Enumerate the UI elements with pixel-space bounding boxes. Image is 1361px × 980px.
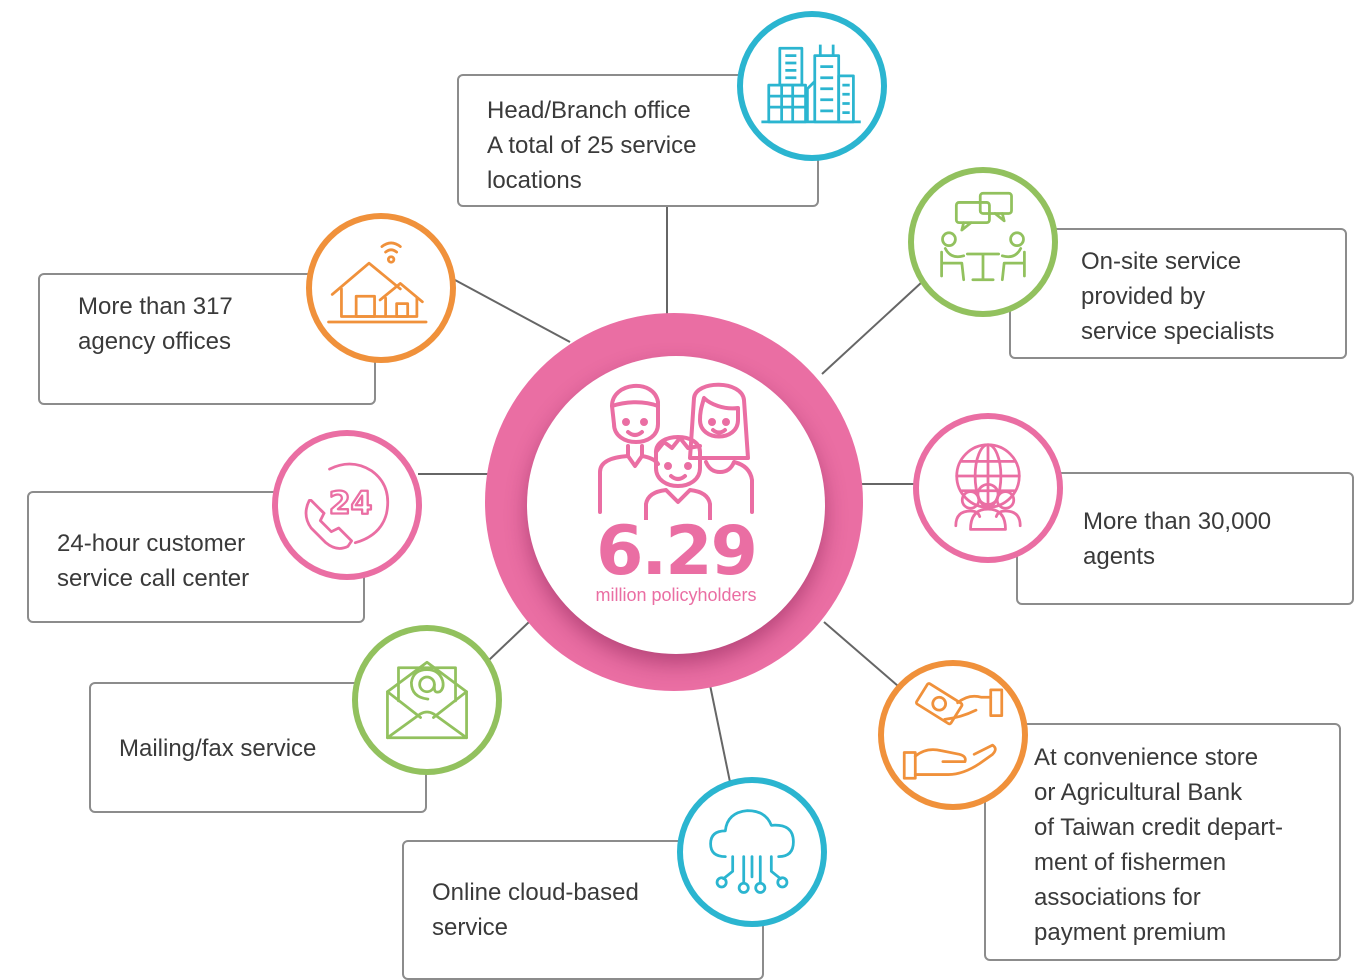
connector-mailing xyxy=(488,621,530,661)
node-box-convenience-store: At convenience store or Agricultural Ban… xyxy=(984,723,1341,961)
house-wifi-icon xyxy=(327,241,428,324)
connector-online xyxy=(709,684,731,783)
node-text-line: or Agricultural Bank xyxy=(1034,779,1243,806)
family-icon xyxy=(598,382,754,520)
money-hand-icon xyxy=(902,682,1004,780)
connector-convenience xyxy=(823,621,899,687)
meeting-table-icon xyxy=(940,191,1026,282)
globe-people-icon xyxy=(954,443,1022,531)
connector-on-site xyxy=(821,281,923,375)
badge-mailing xyxy=(352,625,502,775)
badge-agents xyxy=(913,413,1063,563)
node-text-line: At convenience store xyxy=(1034,744,1259,771)
svg-text:24: 24 xyxy=(329,485,373,521)
phone-24-icon: 24 xyxy=(304,462,390,550)
badge-convenience-store xyxy=(878,660,1028,810)
node-text-line: agency offices xyxy=(78,328,231,355)
node-text-line: locations xyxy=(487,167,582,194)
node-text-line: service call center xyxy=(57,565,250,592)
node-text-line: Head/Branch office xyxy=(487,97,691,124)
policyholder-count: 6.29 xyxy=(596,512,758,591)
city-buildings-icon xyxy=(761,44,861,124)
badge-agency xyxy=(306,213,456,363)
center-disc xyxy=(527,356,825,654)
node-text-line: agents xyxy=(1083,543,1156,570)
node-text-line: On-site service xyxy=(1081,248,1242,275)
node-text-line: payment premium xyxy=(1034,919,1227,946)
node-text-line: of Taiwan credit depart- xyxy=(1034,814,1284,841)
node-text-line: service specialists xyxy=(1081,318,1275,345)
node-text-line: More than 317 xyxy=(78,293,233,320)
node-text-line: service xyxy=(432,914,509,941)
connector-agency xyxy=(454,279,571,343)
node-text-line: 24-hour customer xyxy=(57,530,246,557)
badge-on-site xyxy=(908,167,1058,317)
node-text-line: ment of fishermen xyxy=(1034,849,1227,876)
node-text-line: Mailing/fax service xyxy=(119,735,317,762)
badge-online xyxy=(677,777,827,927)
badge-head-branch xyxy=(737,11,887,161)
node-text-line: More than 30,000 xyxy=(1083,508,1272,535)
node-text-line: A total of 25 service xyxy=(487,132,697,159)
node-box-on-site: On-site service provided by service spec… xyxy=(1009,228,1347,359)
node-text-line: provided by xyxy=(1081,283,1206,310)
node-text-line: associations for xyxy=(1034,884,1201,911)
cloud-network-icon xyxy=(709,809,795,894)
node-box-agents: More than 30,000 agents xyxy=(1016,472,1354,605)
node-text-line: Online cloud-based xyxy=(432,879,639,906)
email-envelope-icon xyxy=(386,660,468,740)
policyholder-caption: million policyholders xyxy=(595,585,757,605)
badge-call-center: 24 xyxy=(272,430,422,580)
